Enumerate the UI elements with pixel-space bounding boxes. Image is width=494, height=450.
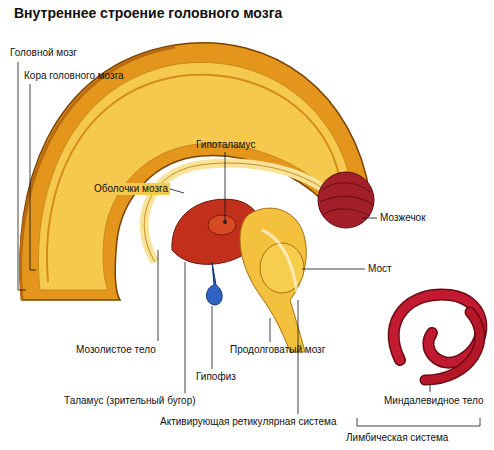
part-label: Оболочки мозга <box>92 183 170 195</box>
part-label: Таламус (зрительный бугор) <box>64 395 196 407</box>
part-label: Гипофиз <box>196 371 236 383</box>
part-label: Гипоталамус <box>196 139 256 151</box>
diagram-title: Внутреннее строение головного мозга <box>14 5 282 22</box>
part-label: Миндалевидное тело <box>384 395 484 407</box>
part-label: Лимбическая система <box>346 432 448 444</box>
part-label: Головной мозг <box>10 47 77 59</box>
part-label: Мост <box>368 263 392 275</box>
part-label: Активирующая ретикулярная система <box>160 416 337 428</box>
part-label: Мозолистое тело <box>76 344 156 356</box>
part-label: Кора головного мозга <box>24 70 124 82</box>
part-label: Мозжечок <box>380 212 426 224</box>
part-label: Продолговатый мозг <box>230 344 325 356</box>
